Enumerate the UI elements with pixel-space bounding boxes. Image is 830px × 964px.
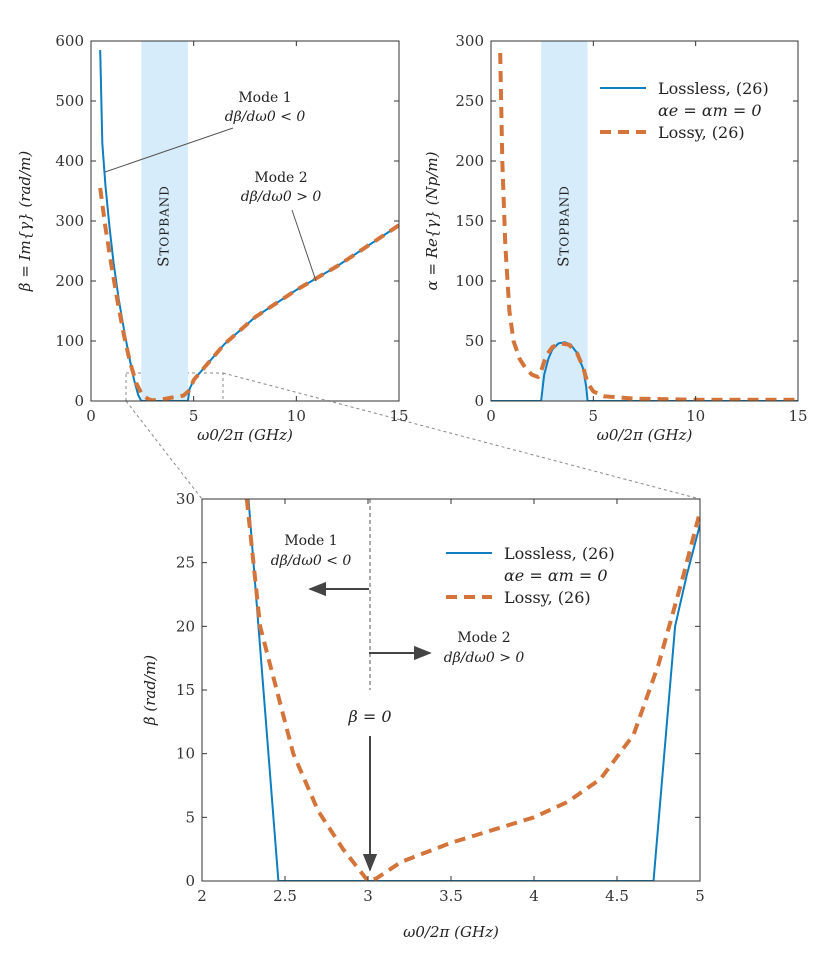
lossless-series-line [491, 341, 798, 401]
y-tick-label: 150 [455, 212, 484, 230]
y-tick-label: 0 [474, 392, 484, 410]
y-tick-label: 20 [176, 617, 195, 635]
y-tick-label: 250 [455, 92, 484, 110]
zoom-plot: 2 2.5 3 3.5 4 4.5 5 0 5 10 15 20 25 30 ω0/2π (GHz) β (r… [141, 490, 705, 941]
x-tick-label: 15 [389, 407, 408, 425]
y-tick-label: 200 [55, 272, 84, 290]
x-axis-label: ω0/2π (GHz) [403, 923, 499, 941]
legend-lossless-condition: αe = αm = 0 [504, 566, 608, 585]
y-axis-label: α = Re{γ} (Np/m) [423, 151, 441, 290]
zoom-annotations: Mode 1 dβ/dω0 < 0 Mode 2 dβ/dω0 > 0 β = … [271, 499, 525, 872]
legend-lossless-label: Lossless, (26) [658, 79, 769, 98]
lossy-series-line [244, 499, 700, 881]
legend-lossy-label: Lossy, (26) [504, 588, 591, 607]
x-tick-label: 2 [197, 887, 207, 905]
y-tick-label: 400 [55, 152, 84, 170]
stopband-label: STOPBAND [155, 185, 173, 267]
stopband-label: STOPBAND [554, 185, 572, 267]
zoom-mode2-condition: dβ/dω0 > 0 [444, 650, 525, 666]
lossless-series-line [99, 49, 399, 401]
x-tick-label: 5 [189, 407, 199, 425]
beta-annotations: Mode 1 dβ/dω0 < 0 Mode 2 dβ/dω0 > 0 [104, 90, 322, 282]
mode1-condition: dβ/dω0 < 0 [225, 109, 306, 125]
y-axis-label: β = Im{γ} (rad/m) [16, 151, 34, 293]
mode1-label: Mode 1 [238, 90, 291, 106]
mode2-condition: dβ/dω0 > 0 [241, 189, 322, 205]
mode1-pointer [104, 127, 234, 173]
y-tick-label: 100 [55, 332, 84, 350]
x-tick-label: 15 [788, 407, 807, 425]
x-tick-label: 3.5 [439, 887, 463, 905]
x-tick-label: 10 [686, 407, 705, 425]
stopband-region [141, 41, 188, 401]
x-tick-label: 3 [363, 887, 373, 905]
y-tick-label: 10 [176, 745, 195, 763]
y-tick-label: 600 [55, 32, 84, 50]
x-tick-label: 4 [529, 887, 539, 905]
lossless-series-line [247, 499, 700, 881]
x-axis-label: ω0/2π (GHz) [197, 426, 293, 444]
y-tick-label: 0 [185, 872, 195, 890]
lossy-series-line [98, 187, 399, 401]
mode2-label: Mode 2 [254, 170, 307, 186]
beta-plot: STOPBAND 0 5 10 15 0 100 200 300 400 500 600 ω0/2π (… [16, 32, 409, 444]
mode2-pointer [291, 209, 317, 282]
legend-lossy-label: Lossy, (26) [658, 123, 745, 142]
y-tick-label: 100 [455, 272, 484, 290]
zoom-mode1-condition: dβ/dω0 < 0 [271, 553, 352, 569]
y-tick-label: 25 [176, 554, 195, 572]
y-tick-label: 30 [176, 490, 195, 508]
x-tick-label: 0 [486, 407, 496, 425]
y-axis-label: β (rad/m) [141, 655, 159, 726]
legend-lossless-label: Lossless, (26) [504, 544, 615, 563]
x-tick-label: 5 [589, 407, 599, 425]
x-axis-label: ω0/2π (GHz) [597, 426, 693, 444]
zoom-mode2-label: Mode 2 [457, 630, 510, 646]
stopband-region [541, 41, 588, 401]
zoom-guide-left [125, 400, 203, 500]
y-tick-label: 200 [455, 152, 484, 170]
y-tick-label: 15 [176, 681, 195, 699]
lossy-series-line [498, 52, 798, 401]
y-tick-label: 500 [55, 92, 84, 110]
zoom-guide-right [222, 372, 701, 500]
x-tick-label: 0 [86, 407, 96, 425]
y-tick-label: 300 [455, 32, 484, 50]
x-tick-label: 5 [695, 887, 705, 905]
legend-lossless-condition: αe = αm = 0 [658, 101, 762, 120]
x-tick-label: 10 [287, 407, 306, 425]
zoom-mode1-label: Mode 1 [284, 533, 337, 549]
y-tick-label: 0 [74, 392, 84, 410]
beta-zero-label: β = 0 [347, 707, 391, 726]
y-tick-label: 300 [55, 212, 84, 230]
x-tick-label: 4.5 [605, 887, 629, 905]
x-tick-label: 2.5 [273, 887, 297, 905]
y-tick-label: 50 [465, 332, 484, 350]
y-tick-label: 5 [185, 808, 195, 826]
